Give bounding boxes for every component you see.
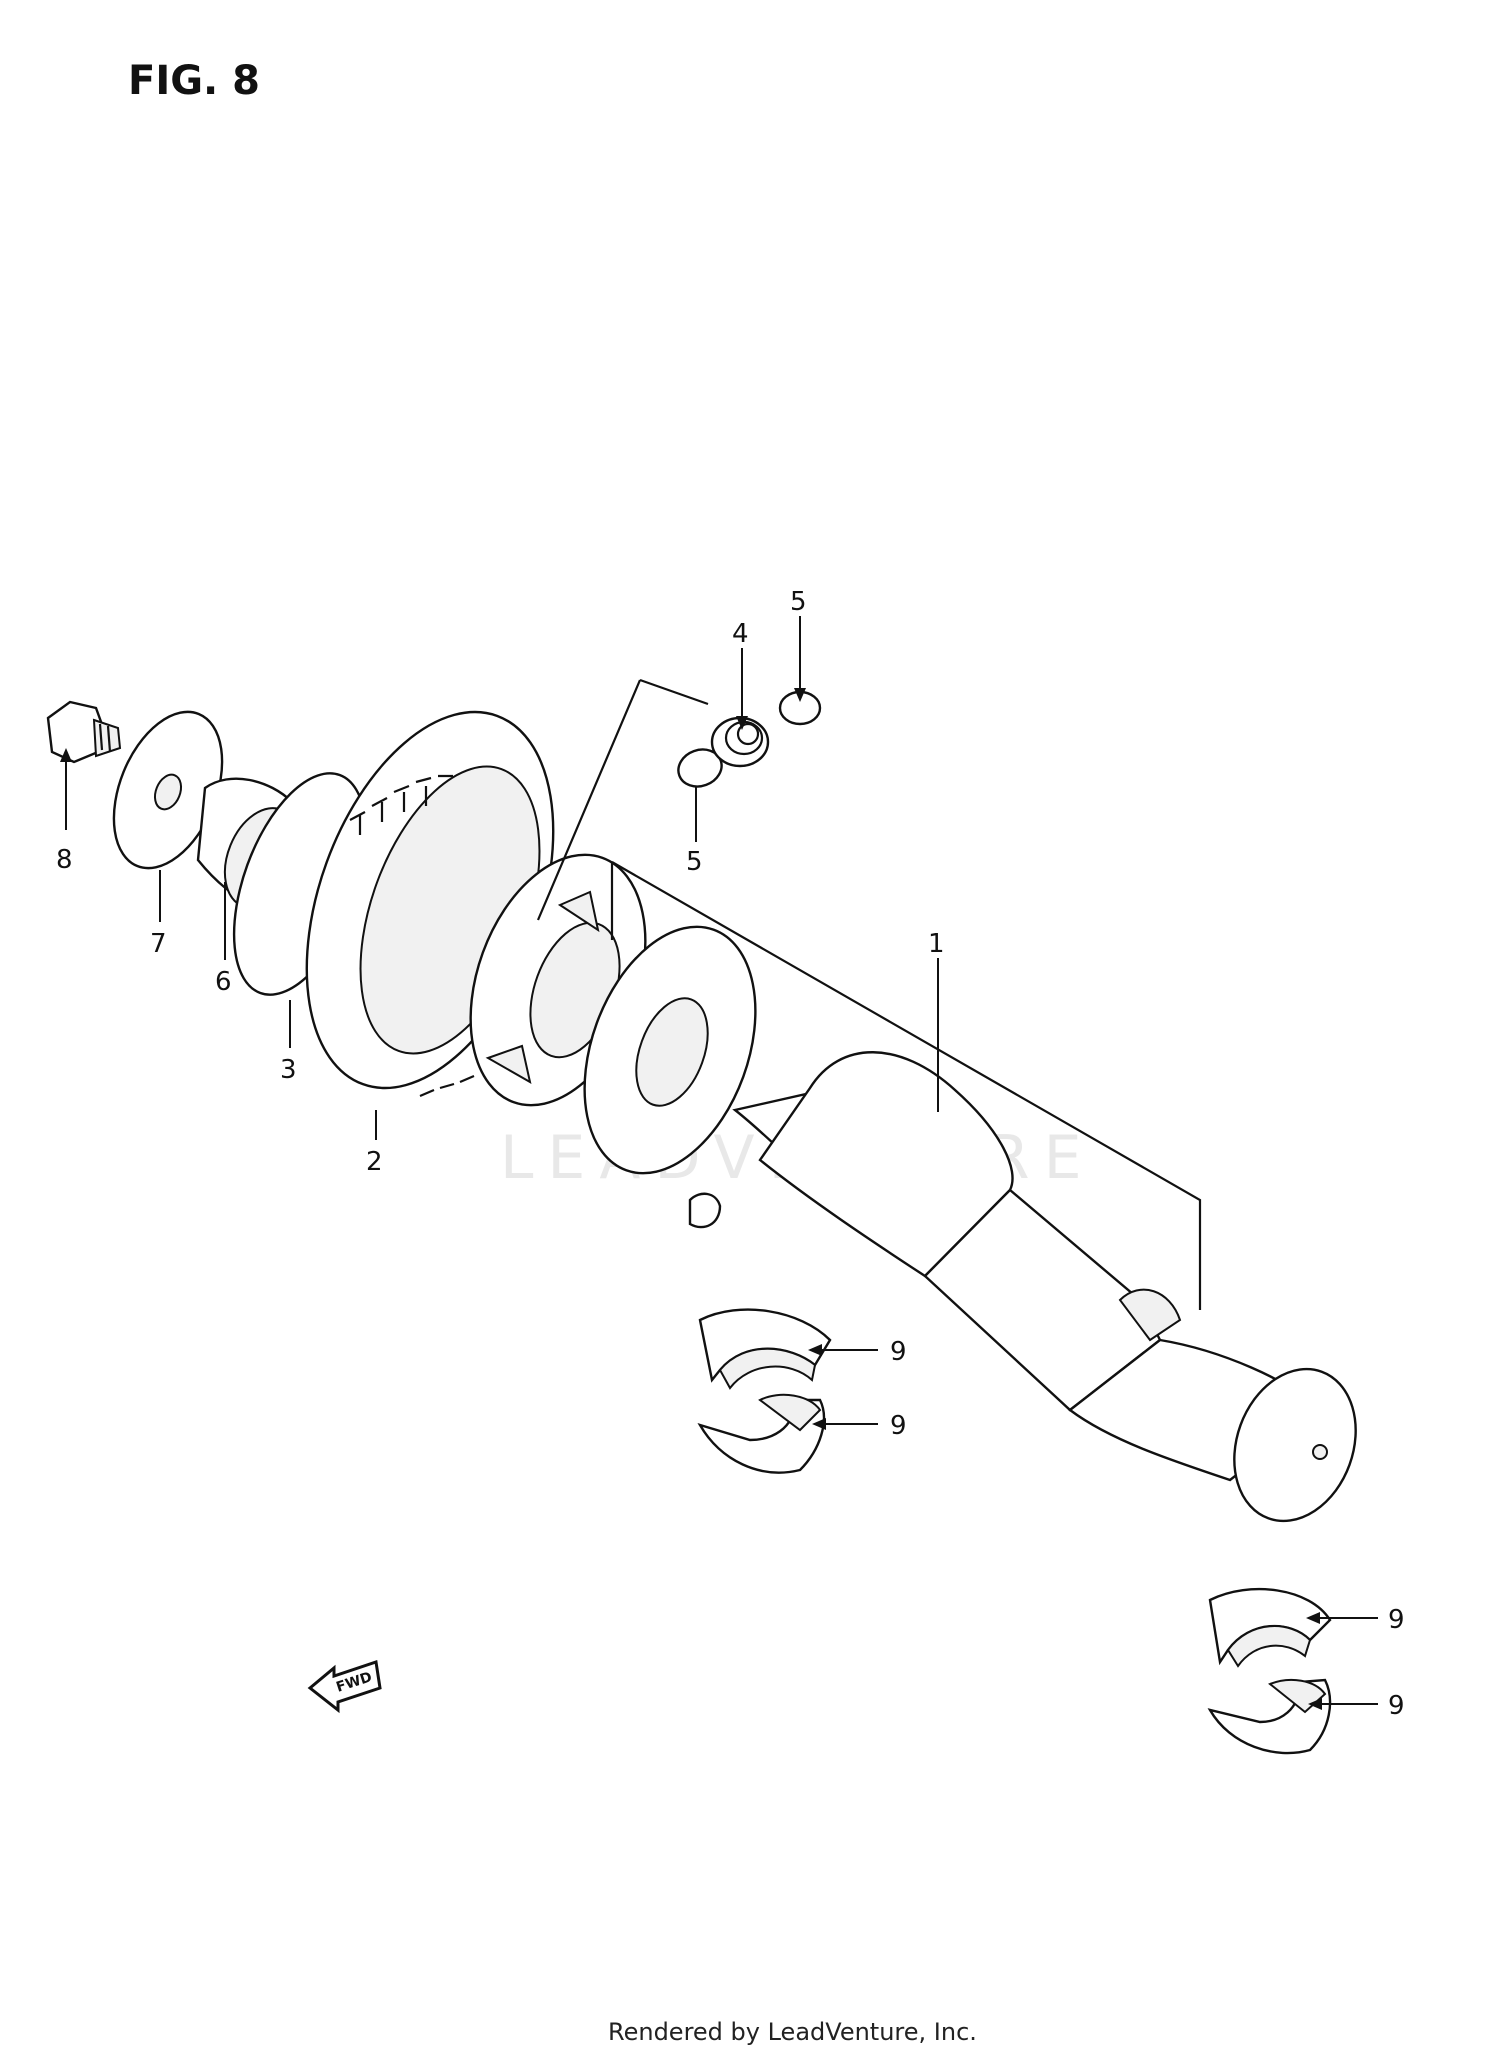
assembly-bracket-spring (536, 678, 709, 921)
assembly-bracket-shaft (610, 861, 1202, 1310)
arrowhead-5-upper (794, 688, 806, 702)
callout-3[interactable]: 3 (280, 1055, 297, 1085)
part-8-bolt[interactable] (46, 700, 122, 764)
arrowhead-4 (736, 716, 748, 730)
arrowhead-9c (1306, 1612, 1320, 1624)
callout-5-upper[interactable]: 5 (790, 587, 807, 617)
part-1-shaft[interactable] (732, 1051, 1376, 1538)
part-7-washer[interactable] (93, 696, 243, 884)
footer-text: Rendered by LeadVenture, Inc. (608, 2018, 977, 2046)
callout-8[interactable]: 8 (56, 845, 73, 875)
arrowhead-9a (808, 1344, 822, 1356)
callout-9a[interactable]: 9 (890, 1337, 907, 1367)
part-thrust-washer[interactable] (553, 903, 787, 1197)
arrowhead-8 (60, 748, 72, 762)
callout-4[interactable]: 4 (732, 619, 749, 649)
figure-title: FIG. 8 (128, 58, 260, 104)
callout-2[interactable]: 2 (366, 1147, 383, 1177)
fwd-arrow-icon: FWD (307, 1660, 382, 1714)
callout-5-lower[interactable]: 5 (686, 847, 703, 877)
callout-9b[interactable]: 9 (890, 1411, 907, 1441)
callout-1[interactable]: 1 (928, 929, 945, 959)
arrowhead-9d (1308, 1698, 1322, 1710)
arrowhead-9b (812, 1418, 826, 1430)
callout-6[interactable]: 6 (215, 967, 232, 997)
part-woodruff-key[interactable] (688, 1192, 722, 1229)
callout-9c[interactable]: 9 (1388, 1605, 1405, 1635)
part-9-bearing-upper-a[interactable] (698, 1308, 832, 1390)
part-9-bearing-lower-b[interactable] (1207, 1678, 1332, 1755)
part-9-bearing-upper-b[interactable] (1208, 1587, 1332, 1668)
callout-7[interactable]: 7 (150, 929, 167, 959)
part-9-bearing-lower-a[interactable] (697, 1393, 826, 1474)
callout-9d[interactable]: 9 (1388, 1691, 1405, 1721)
